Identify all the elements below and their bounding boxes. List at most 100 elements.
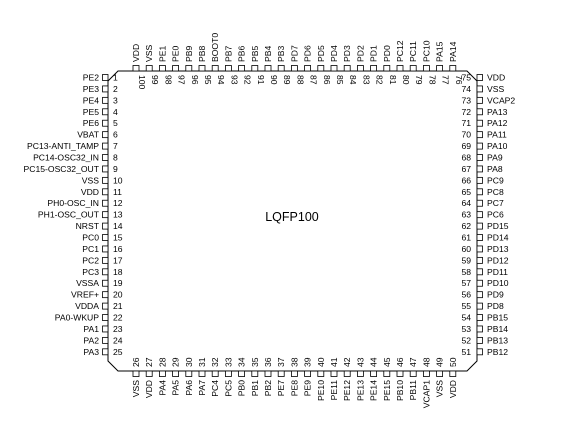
pin-name-label: PC6: [487, 210, 504, 220]
pin-number-label: 78: [427, 75, 437, 85]
pin-number-label: 5: [113, 118, 118, 128]
pin-pad: [370, 370, 378, 377]
pin-pad: [102, 108, 109, 116]
pin-pad: [102, 222, 109, 230]
pin-number-label: 97: [177, 75, 187, 85]
pin-name-label: PE12: [342, 380, 352, 401]
pin-pad: [102, 325, 109, 333]
pin-number-label: 22: [113, 313, 123, 323]
pin-name-label: VDD: [144, 380, 154, 398]
pin-name-label: PD1: [369, 45, 379, 62]
pin-pad: [476, 234, 483, 241]
pin-pad: [476, 165, 483, 173]
pin-pad: [102, 165, 109, 173]
pin-pad: [158, 370, 166, 377]
pin-number-label: 24: [113, 335, 123, 345]
pin-pad: [409, 65, 417, 72]
right-pin-row: VDD75VSS74VCAP273PA1372PA1271PA1170PA106…: [461, 73, 515, 357]
pin-number-label: 75: [461, 73, 471, 83]
pin-name-label: PD3: [342, 45, 352, 62]
pin-number-label: 63: [461, 210, 471, 220]
pin-pad: [356, 370, 364, 377]
pin-pad: [102, 348, 109, 356]
pin-number-label: 64: [461, 198, 471, 208]
pin-pad: [102, 268, 109, 276]
pin-pad: [409, 370, 417, 377]
pin-name-label: PC2: [82, 255, 99, 265]
pin-pad: [102, 96, 109, 104]
pin-pad: [102, 142, 109, 150]
pin-pad: [476, 119, 483, 127]
pin-pad: [476, 85, 483, 93]
pin-name-label: PE10: [316, 380, 326, 401]
pin-pad: [198, 370, 206, 377]
pin-pad: [290, 370, 298, 377]
pin-pad: [476, 211, 483, 219]
pin-pad: [251, 65, 259, 72]
pin-number-label: 87: [309, 75, 319, 85]
pin-name-label: PC14-OSC32_IN: [33, 153, 99, 163]
pin-number-label: 3: [113, 95, 118, 105]
pin-number-label: 32: [210, 357, 220, 367]
pin-pad: [102, 85, 109, 93]
pin-number-label: 89: [282, 75, 292, 85]
pin-number-label: 41: [329, 357, 339, 367]
pin-pad: [383, 370, 391, 377]
pin-64: PC7 64: [461, 198, 504, 208]
pin-name-label: PB0: [237, 380, 247, 396]
pin-name-label: PD8: [487, 301, 504, 311]
pin-pad: [476, 256, 483, 264]
pin-number-label: 96: [190, 75, 200, 85]
pin-number-label: 57: [461, 278, 471, 288]
pin-pad: [476, 154, 483, 161]
pin-pad: [383, 65, 391, 72]
pin-pad: [102, 234, 109, 241]
pin-name-label: PD2: [355, 45, 365, 62]
pin-number-label: 47: [408, 357, 418, 367]
pin-pad: [330, 370, 338, 377]
pin-number-label: 90: [269, 75, 279, 85]
pin-name-label: PA13: [487, 107, 508, 117]
pin-number-label: 8: [113, 153, 118, 163]
pin-pad: [102, 314, 109, 321]
pin-number-label: 19: [113, 278, 123, 288]
pin-pad: [343, 370, 351, 377]
pin-8: PC14-OSC32_IN 8: [33, 153, 118, 163]
pin-number-label: 27: [144, 357, 154, 367]
pin-pad: [304, 370, 312, 377]
pin-name-label: VBAT: [77, 130, 100, 140]
pin-pad: [102, 336, 109, 344]
pin-pad: [476, 108, 483, 116]
pin-number-label: 30: [184, 357, 194, 367]
pin-name-label: PC7: [487, 198, 504, 208]
pin-number-label: 50: [448, 357, 458, 367]
pin-name-label: PB15: [487, 313, 508, 323]
pin-name-label: PA15: [435, 41, 445, 62]
pin-number-label: 20: [113, 290, 123, 300]
pin-number-label: 69: [461, 141, 471, 151]
pin-number-label: 86: [322, 75, 332, 85]
pin-name-label: PC8: [487, 187, 504, 197]
pin-pad: [102, 256, 109, 264]
